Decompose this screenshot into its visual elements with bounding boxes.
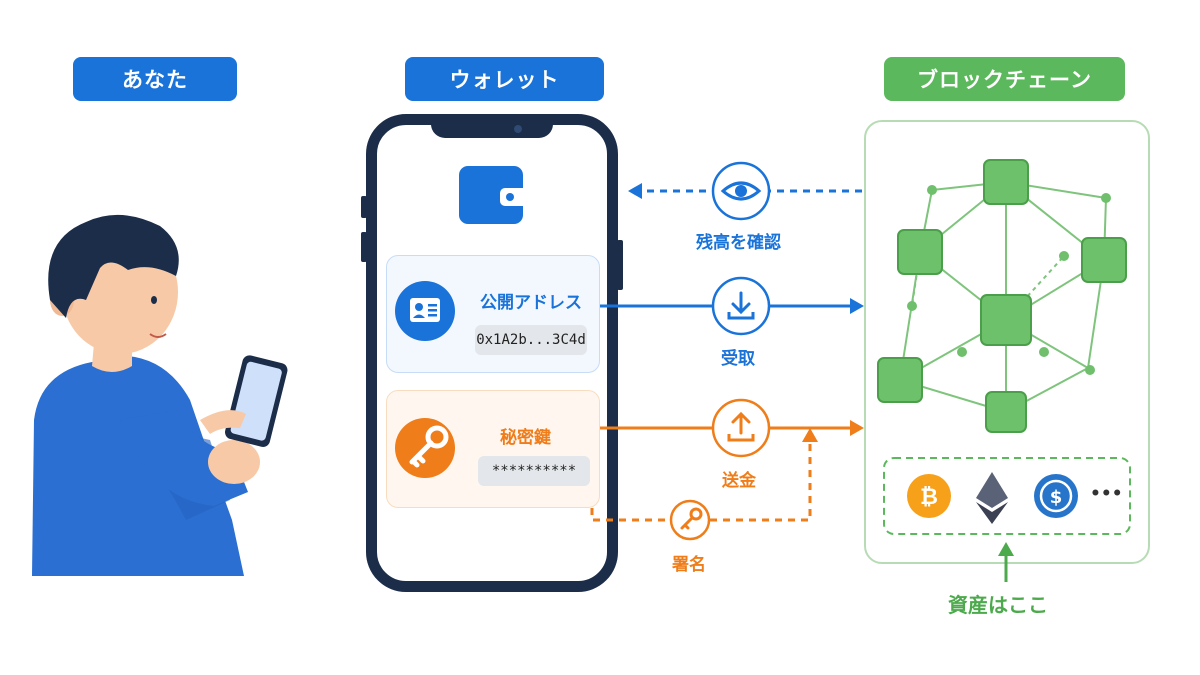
receive-label: 受取	[721, 349, 755, 369]
phone-side-button	[361, 232, 367, 262]
phone-side-button	[617, 240, 623, 290]
check-balance-label: 残高を確認	[696, 233, 781, 253]
private-key-value[interactable]: **********	[478, 456, 590, 486]
svg-text:₿: ₿	[920, 485, 938, 510]
public-address-value[interactable]: 0x1A2b...3C4d	[475, 325, 587, 355]
header-blockchain: ブロックチェーン	[884, 57, 1125, 101]
send-label: 送金	[722, 471, 756, 491]
svg-text:$: $	[1050, 487, 1063, 508]
phone-side-button	[361, 196, 367, 218]
phone-notch	[431, 114, 553, 138]
private-key-title: 秘密鍵	[500, 428, 551, 448]
assets-caption: 資産はここ	[948, 593, 1048, 617]
public-address-title: 公開アドレス	[480, 293, 582, 313]
phone-camera	[514, 125, 522, 133]
more-assets-ellipsis: •••	[1090, 484, 1123, 504]
sign-label: 署名	[672, 555, 706, 575]
person-illustration	[32, 214, 288, 576]
header-wallet: ウォレット	[405, 57, 604, 101]
header-you: あなた	[73, 57, 237, 101]
